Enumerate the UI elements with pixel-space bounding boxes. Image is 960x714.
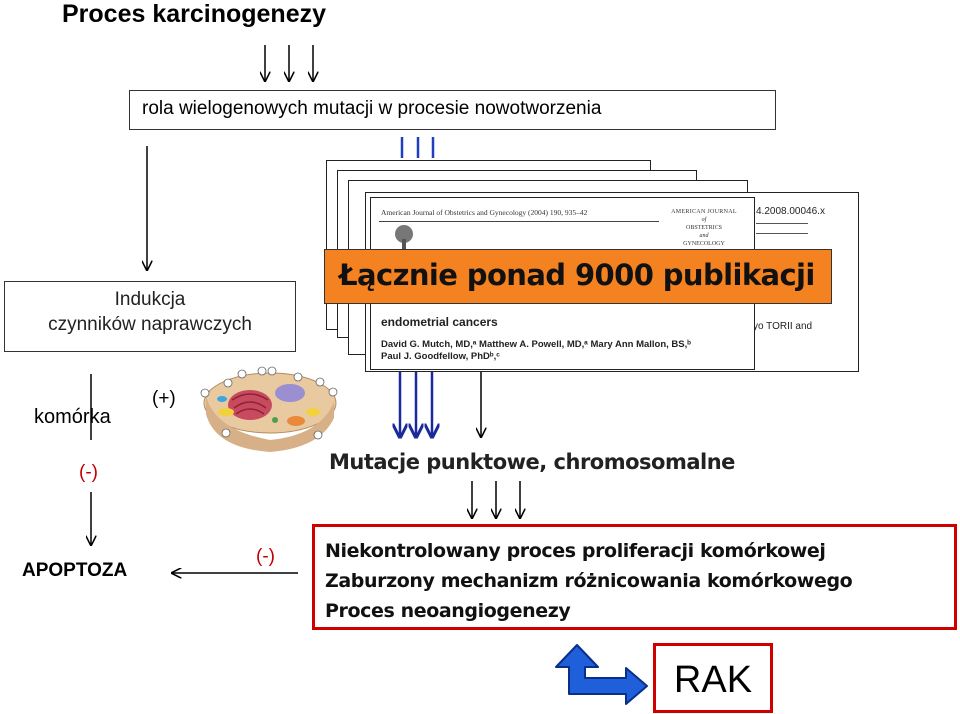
paper-journal-line: American Journal of Obstetrics and Gynec…	[381, 208, 588, 217]
title-arrows	[265, 45, 313, 81]
positive-label: (+)	[152, 388, 176, 409]
journal-logo-line: AMERICAN JOURNAL	[671, 209, 737, 215]
paper-side-text: yo TORII and	[753, 321, 813, 332]
induction-box: Indukcja czynników naprawczych	[4, 281, 296, 352]
effects-box: Niekontrolowany proces proliferacji komó…	[312, 524, 957, 630]
effect-item: Niekontrolowany proces proliferacji komó…	[325, 540, 826, 562]
page-title: Proces karcinogenezy	[62, 0, 327, 28]
blue-arrows-top	[400, 137, 435, 158]
paper-subtitle: endometrial cancers	[381, 315, 498, 329]
negative-label-arrow: (-)	[256, 546, 275, 567]
mutation-arrows	[472, 481, 520, 518]
paper-doi-rule	[756, 223, 808, 224]
paper-doi: 4.2008.00046.x	[756, 206, 825, 217]
paper-doi-rule	[756, 233, 808, 234]
journal-logo-line: and	[699, 233, 709, 239]
journal-logo-line: OBSTETRICS	[685, 225, 722, 231]
cell-illustration-icon	[200, 366, 338, 452]
induction-line2: czynników naprawczych	[48, 314, 252, 335]
effect-item: Zaburzony mechanizm różnicowania komórko…	[325, 570, 853, 592]
blue-arrows-bottom	[400, 372, 481, 437]
tree-logo-icon	[395, 225, 413, 249]
multigene-mutation-box: rola wielogenowych mutacji w procesie no…	[129, 90, 776, 130]
mutations-label: Mutacje punktowe, chromosomalne	[329, 450, 735, 474]
paper-rule	[379, 221, 659, 222]
paper-authors-line1: David G. Mutch, MD,ᵃ Matthew A. Powell, …	[381, 339, 691, 350]
apoptosis-label: APOPTOZA	[22, 560, 128, 581]
effect-item: Proces neoangiogenezy	[325, 600, 571, 622]
negative-label-left: (-)	[79, 462, 98, 483]
paper-authors-line2: Paul J. Goodfellow, PhDᵇ,ᶜ	[381, 351, 500, 362]
induction-line1: Indukcja	[114, 289, 186, 310]
publications-banner: Łącznie ponad 9000 publikacji	[324, 249, 832, 304]
cancer-result-box: RAK	[653, 643, 773, 713]
bent-double-arrow-icon	[555, 644, 648, 705]
journal-logo: AMERICAN JOURNAL of OBSTETRICS and GYNEC…	[671, 208, 737, 248]
journal-logo-line: of	[701, 217, 707, 223]
journal-logo-line: GYNECOLOGY	[683, 241, 725, 247]
